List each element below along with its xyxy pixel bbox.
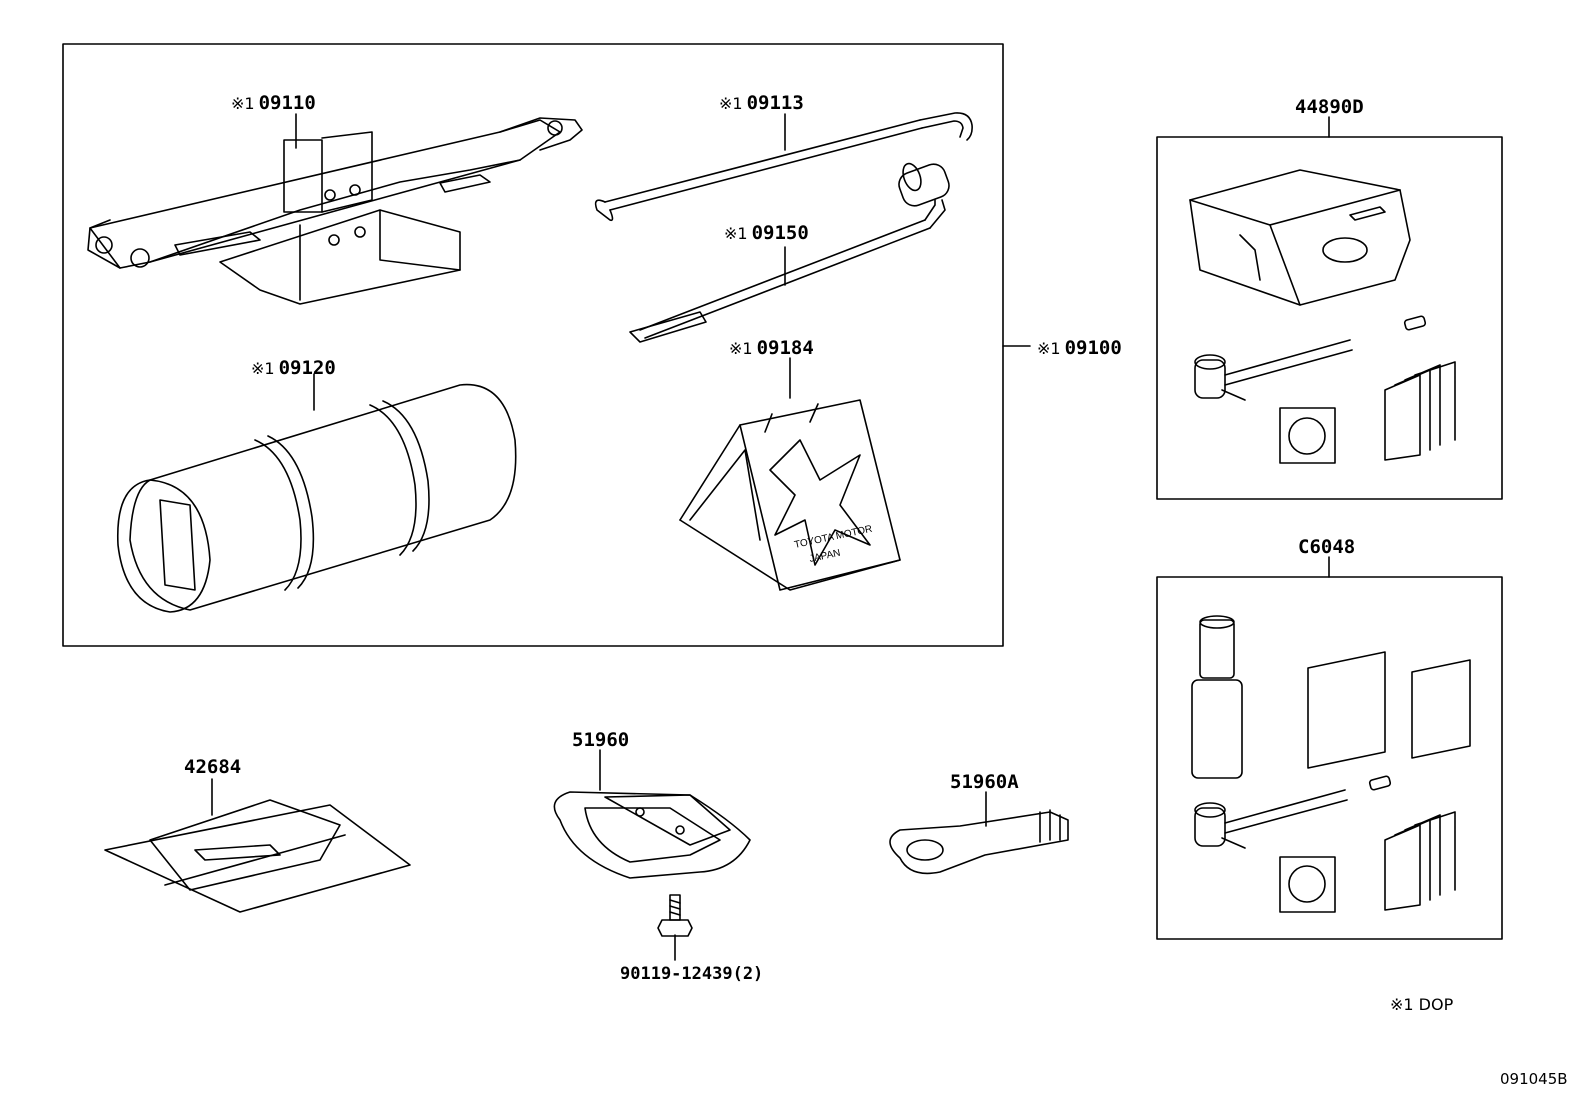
jack-handle-icon [596, 113, 973, 220]
tool-tray-icon [105, 800, 410, 912]
tie-down-hook-icon [554, 792, 750, 878]
part-number: 09113 [746, 92, 804, 114]
instruction-sheet-icon-2 [1412, 660, 1470, 758]
repair-kit-b-frame [1157, 577, 1502, 939]
label-C6048: C6048 [1298, 536, 1356, 558]
hose-icon-b [1195, 790, 1347, 848]
dop-mark: ※1 [729, 339, 753, 358]
part-number: 09150 [751, 222, 809, 244]
valve-core-icon-a [1404, 316, 1426, 331]
dop-mark: ※1 [724, 224, 748, 243]
label-44890D: 44890D [1295, 96, 1364, 118]
diagram-id: 091045B [1500, 1070, 1568, 1088]
dop-mark: ※1 [251, 359, 275, 378]
air-compressor-icon [1190, 170, 1410, 305]
valve-core-icon-b [1369, 776, 1391, 791]
instruction-booklets-icon-a [1385, 362, 1455, 460]
speed-sticker-icon-a [1280, 408, 1335, 463]
dop-legend: ※1 DOP [1390, 995, 1454, 1014]
tool-bag-icon [118, 385, 516, 612]
dop-mark: ※1 [231, 94, 255, 113]
part-number: 09120 [278, 357, 336, 379]
part-number: 09100 [1064, 337, 1122, 359]
sealant-bottle-icon [1192, 616, 1242, 778]
leader-lines [212, 114, 1329, 960]
label-42684: 42684 [184, 756, 242, 778]
chock-text-2: JAPAN [808, 548, 841, 565]
part-number: 09184 [756, 337, 814, 359]
hose-icon-a [1195, 340, 1352, 400]
part-number: 09110 [258, 92, 316, 114]
speed-sticker-icon-b [1280, 857, 1335, 912]
towing-eye-icon [890, 810, 1068, 873]
dop-mark: ※1 [1037, 339, 1061, 358]
instruction-booklets-icon-b [1385, 812, 1455, 910]
bolt-icon [658, 895, 692, 936]
lug-wrench-icon [630, 161, 952, 342]
instruction-sheet-icon-1 [1308, 652, 1385, 768]
label-51960A: 51960A [950, 771, 1019, 793]
chock-text-1: TOYOTA MOTOR [793, 524, 873, 551]
repair-kit-a-frame [1157, 137, 1502, 499]
wheel-chock-icon: TOYOTA MOTOR JAPAN [680, 400, 900, 590]
tool-set-frame [63, 44, 1003, 646]
scissor-jack-icon [88, 118, 582, 304]
label-90119: 90119-12439(2) [620, 964, 764, 984]
label-51960: 51960 [572, 729, 630, 751]
dop-mark: ※1 [719, 94, 743, 113]
